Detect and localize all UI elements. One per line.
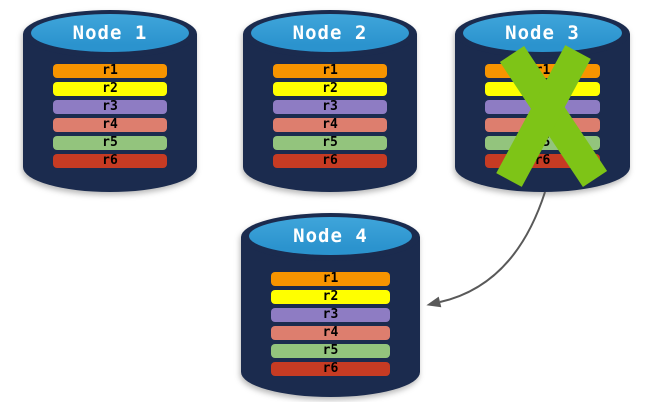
node-2-cylinder: Node 2 r1 r2 r3 r4 r5 r6 <box>243 10 417 192</box>
replica-row-label: r6 <box>322 361 339 376</box>
node-2-cylinder-top <box>251 14 409 52</box>
replica-row-r3: r3 <box>485 100 600 114</box>
replica-row-r6: r6 <box>485 154 600 168</box>
replica-row-r6: r6 <box>271 362 390 376</box>
replication-arrow <box>439 191 546 303</box>
replica-row-label: r2 <box>322 81 338 96</box>
replica-row-r2: r2 <box>485 82 600 96</box>
node-4-cylinder: Node 4 r1 r2 r3 r4 r5 r6 <box>241 213 420 397</box>
replica-row-label: r1 <box>534 63 551 78</box>
replica-row-label: r4 <box>102 117 118 132</box>
replica-row-label: r1 <box>102 63 118 78</box>
replica-row-r1: r1 <box>271 272 390 286</box>
replica-row-label: r1 <box>322 271 339 286</box>
replica-row-label: r4 <box>534 117 551 132</box>
replica-row-label: r3 <box>322 307 339 322</box>
node-3-cylinder: Node 3 r1 r2 r3 r4 r5 r6 <box>455 10 630 192</box>
replica-row-r5: r5 <box>271 344 390 358</box>
replica-row-label: r2 <box>534 81 551 96</box>
replica-row-label: r5 <box>322 135 338 150</box>
replica-row-label: r6 <box>322 153 338 168</box>
replica-row-r3: r3 <box>271 308 390 322</box>
node-2-rows: r1 r2 r3 r4 r5 r6 <box>273 64 387 172</box>
replica-row-label: r4 <box>322 325 339 340</box>
node-3-title: Node 3 <box>505 22 580 44</box>
replica-row-label: r1 <box>322 63 338 78</box>
node-4-rows: r1 r2 r3 r4 r5 r6 <box>271 272 390 380</box>
replica-row-label: r3 <box>322 99 338 114</box>
replica-row-r3: r3 <box>53 100 167 114</box>
replica-row-r3: r3 <box>273 100 387 114</box>
replica-row-label: r2 <box>322 289 339 304</box>
replica-row-r4: r4 <box>271 326 390 340</box>
replica-row-r5: r5 <box>485 136 600 150</box>
replica-row-label: r5 <box>534 135 551 150</box>
replica-row-r2: r2 <box>273 82 387 96</box>
node-1-title: Node 1 <box>72 22 148 44</box>
replica-row-label: r6 <box>534 153 551 168</box>
replica-row-label: r3 <box>102 99 118 114</box>
replica-row-label: r5 <box>322 343 339 358</box>
node-1-rows: r1 r2 r3 r4 r5 r6 <box>53 64 167 172</box>
node-2-title: Node 2 <box>292 22 368 44</box>
replica-row-r1: r1 <box>273 64 387 78</box>
replica-row-r5: r5 <box>53 136 167 150</box>
replica-row-label: r2 <box>102 81 118 96</box>
replica-row-r1: r1 <box>485 64 600 78</box>
replica-row-label: r5 <box>102 135 118 150</box>
replica-row-label: r4 <box>322 117 338 132</box>
replica-row-r1: r1 <box>53 64 167 78</box>
replica-row-r5: r5 <box>273 136 387 150</box>
replica-row-r2: r2 <box>271 290 390 304</box>
node-1-cylinder: Node 1 r1 r2 r3 r4 r5 r6 <box>23 10 197 192</box>
replica-row-label: r6 <box>102 153 118 168</box>
node-4-title: Node 4 <box>293 225 368 247</box>
node-4-cylinder-top <box>249 217 412 255</box>
replica-row-label: r3 <box>534 99 551 114</box>
replica-row-r2: r2 <box>53 82 167 96</box>
replica-row-r4: r4 <box>485 118 600 132</box>
replication-arrowhead-icon <box>426 296 442 308</box>
node-3-rows: r1 r2 r3 r4 r5 r6 <box>485 64 600 172</box>
replica-row-r6: r6 <box>53 154 167 168</box>
node-1-cylinder-top <box>31 14 189 52</box>
replica-row-r4: r4 <box>53 118 167 132</box>
replica-row-r4: r4 <box>273 118 387 132</box>
replica-row-r6: r6 <box>273 154 387 168</box>
